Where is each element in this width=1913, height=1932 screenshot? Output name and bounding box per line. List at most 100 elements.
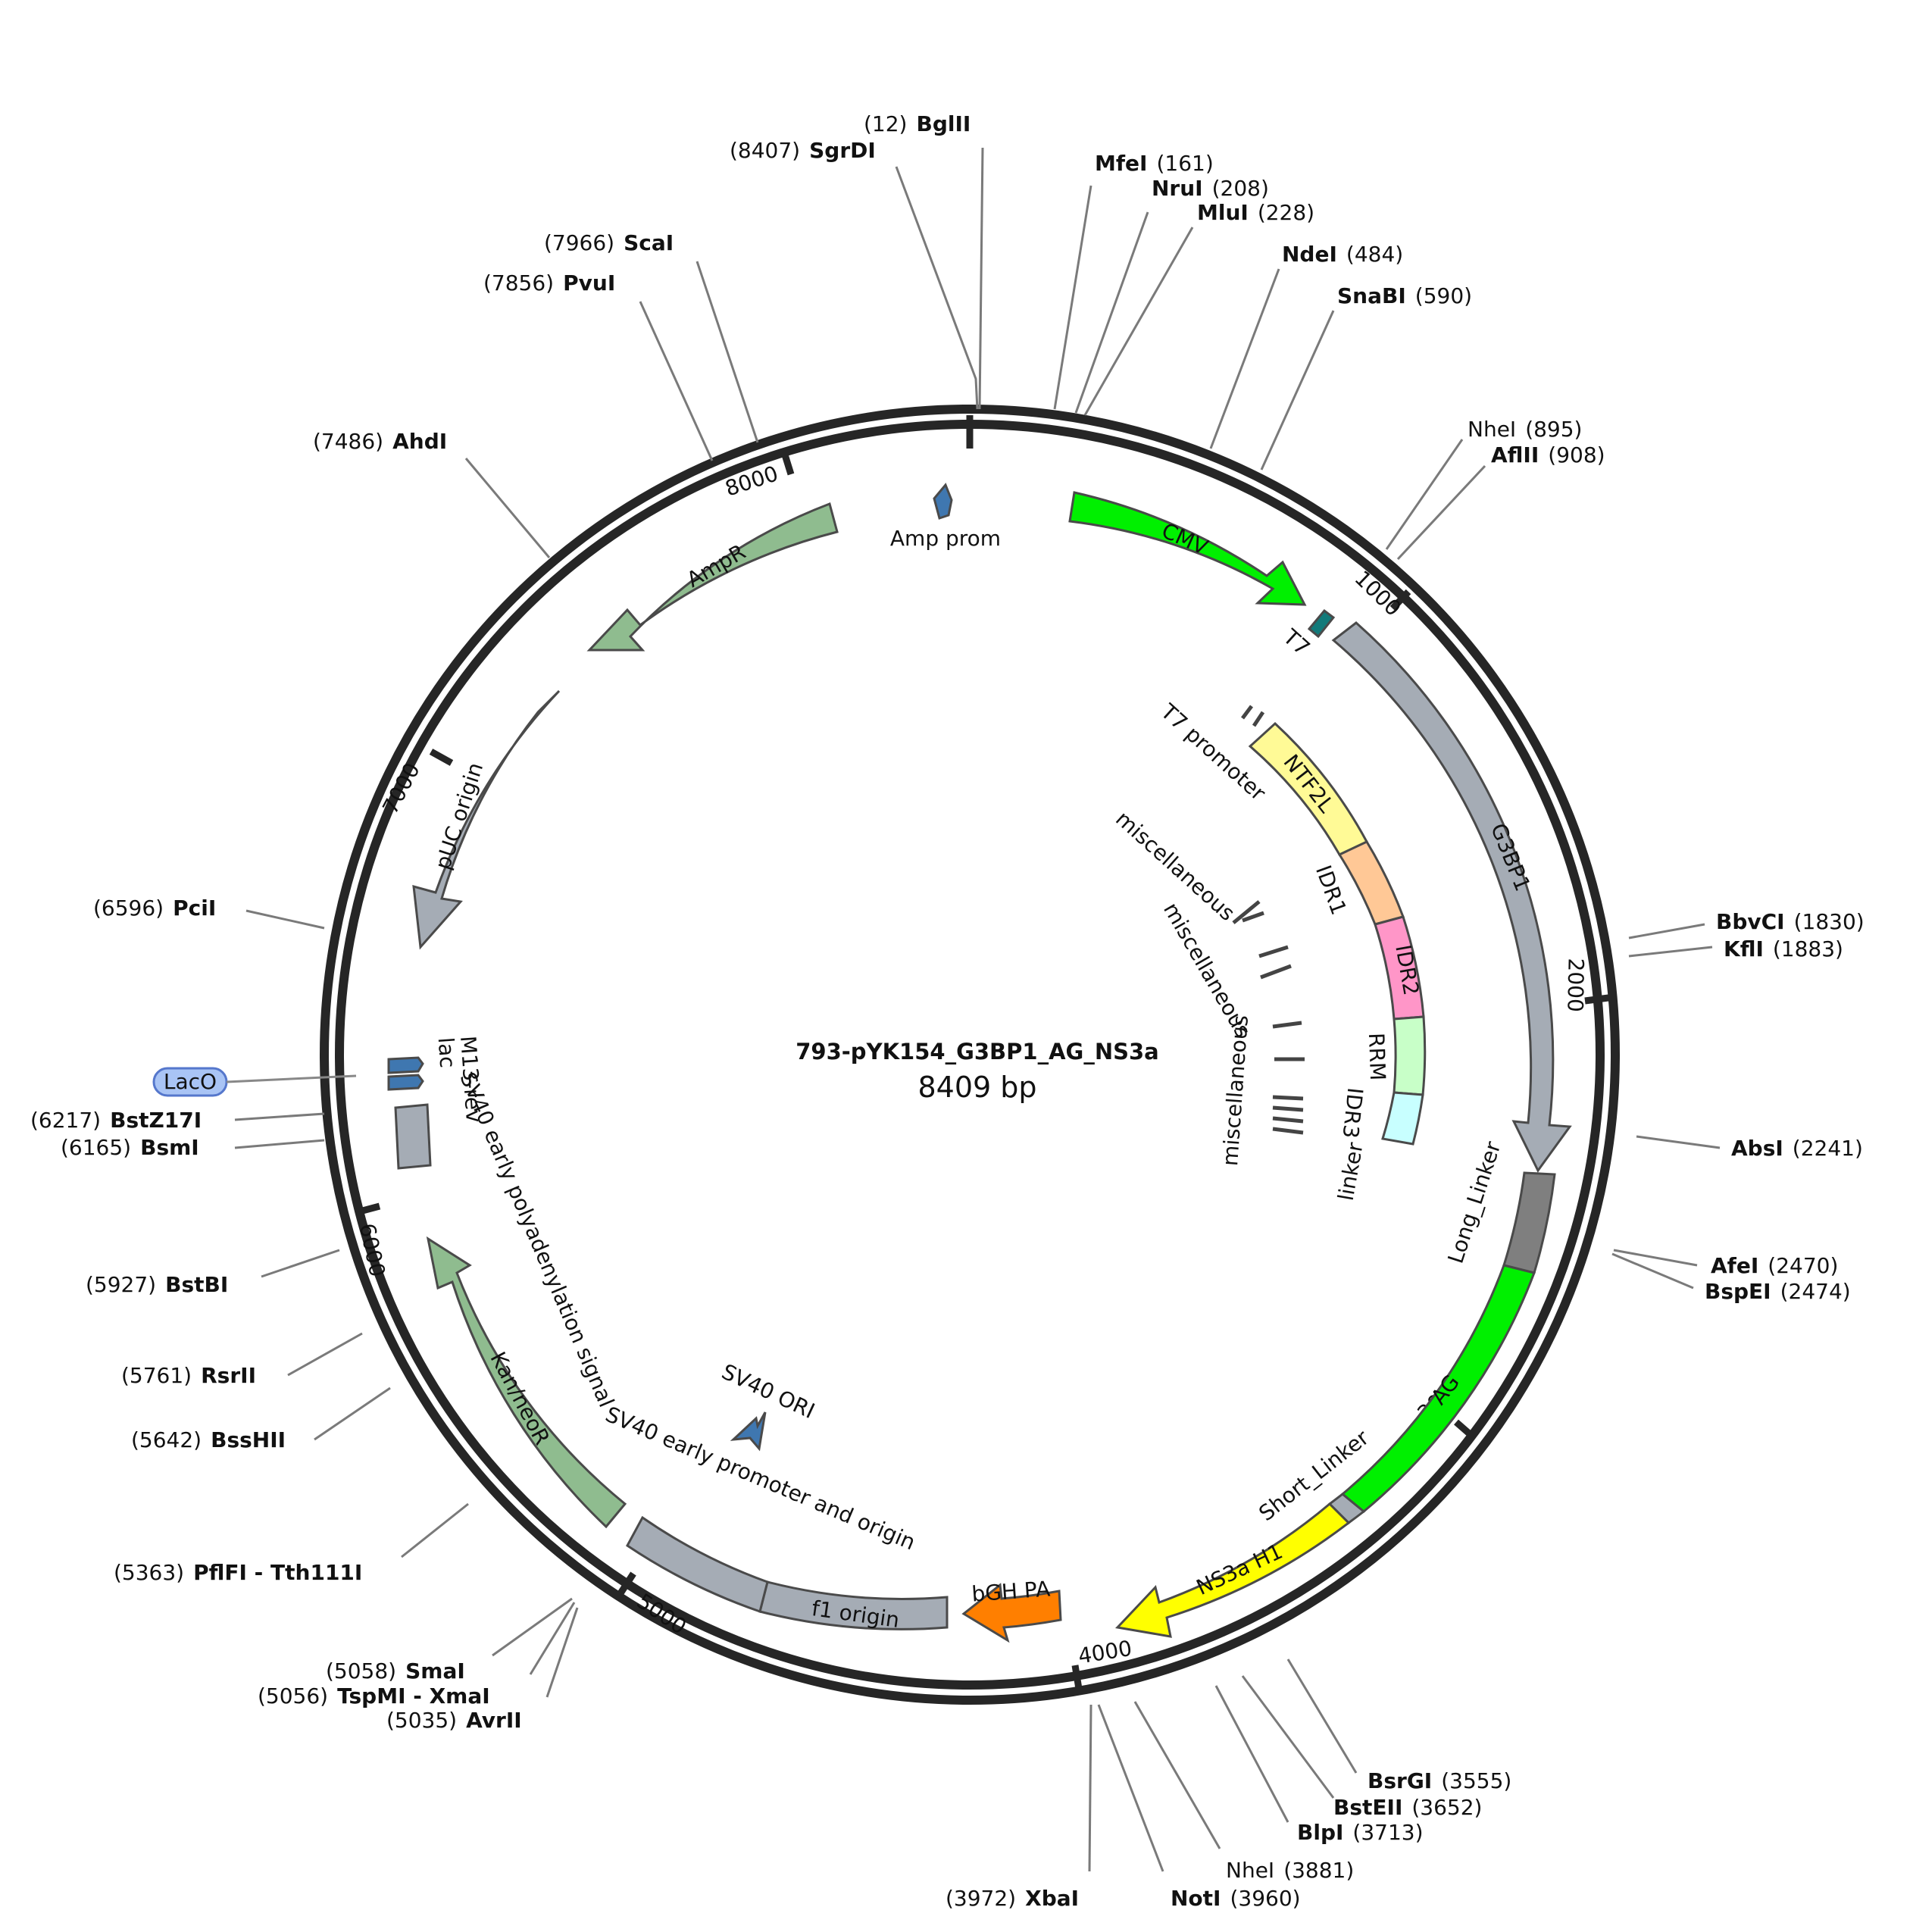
domain-label-idr3: IDR3 xyxy=(1338,1086,1368,1140)
misc-label-3: miscellaneous xyxy=(1218,1014,1253,1167)
feature-long-linker[interactable] xyxy=(1502,1171,1556,1274)
feature-ampr[interactable] xyxy=(586,502,839,652)
plasmid-name: 793-pYK154_G3BP1_AG_NS3a xyxy=(796,1039,1159,1064)
domain-label-idr1: IDR1 xyxy=(1311,862,1352,918)
leader-avrii xyxy=(545,1607,579,1698)
backbone-outer-ring xyxy=(320,405,1620,1705)
site-bsrgi[interactable]: BsrGI(3555) xyxy=(1368,1768,1511,1793)
label-long-linker: Long_Linker xyxy=(1443,1138,1505,1266)
domain-idr1[interactable] xyxy=(1337,840,1405,926)
leader-bsrgi xyxy=(1286,1658,1358,1774)
feature-bgh-pa[interactable] xyxy=(961,1583,1062,1643)
site-nhei2[interactable]: NheI(3881) xyxy=(1226,1858,1354,1883)
site-snabi[interactable]: SnaBI(590) xyxy=(1337,283,1472,308)
domain-track xyxy=(1248,721,1427,1146)
leader-bsmi xyxy=(234,1139,325,1149)
leader-tspmi xyxy=(529,1602,576,1675)
site-pcii[interactable]: (6596)PciI xyxy=(93,896,216,921)
site-ndei[interactable]: NdeI(484) xyxy=(1282,242,1403,267)
leader-smai xyxy=(492,1597,573,1657)
site-sgrdi[interactable]: (8407)SgrDI xyxy=(730,138,876,163)
leader-scai xyxy=(695,261,759,443)
feature-sv40-promoter[interactable] xyxy=(626,1515,769,1613)
site-bsmi[interactable]: (6165)BsmI xyxy=(61,1135,199,1160)
domain-label-linker: linker xyxy=(1333,1140,1368,1202)
t7-promoter-label: T7 promoter xyxy=(1155,699,1271,806)
misc-mark xyxy=(1260,964,1292,980)
tick-5000 xyxy=(617,1571,636,1596)
misc-mark xyxy=(1242,911,1264,923)
lacO-connector xyxy=(226,1074,357,1083)
site-scai[interactable]: (7966)ScaI xyxy=(544,230,674,255)
site-pvui[interactable]: (7856)PvuI xyxy=(483,270,615,295)
site-xbai[interactable]: (3972)XbaI xyxy=(946,1886,1079,1911)
site-tspmi[interactable]: (5056)TspMI - XmaI xyxy=(258,1683,490,1708)
lacO-label: LacO xyxy=(164,1069,217,1094)
leader-noti xyxy=(1097,1704,1164,1872)
leader-nrui xyxy=(1074,211,1149,414)
site-afei[interactable]: AfeI(2470) xyxy=(1711,1253,1838,1278)
plasmid-size: 8409 bp xyxy=(917,1071,1036,1104)
feature-ns3a-h1[interactable] xyxy=(1114,1502,1351,1638)
site-pflfi[interactable]: (5363)PflFI - Tth111I xyxy=(114,1560,362,1585)
leader-bglii xyxy=(978,147,984,410)
site-mlui[interactable]: MluI(228) xyxy=(1197,200,1314,225)
site-blpi[interactable]: BlpI(3713) xyxy=(1297,1820,1424,1845)
site-bglii[interactable]: (12)BglII xyxy=(864,111,971,136)
tick-4000 xyxy=(1071,1665,1083,1690)
tick-3000 xyxy=(1454,1419,1477,1441)
tick-2000 xyxy=(1584,994,1609,1005)
site-rsrii[interactable]: (5761)RsrII xyxy=(121,1363,256,1388)
feature-kan-neor[interactable] xyxy=(426,1236,627,1529)
leader-rsrii xyxy=(287,1332,363,1377)
feature-amp-prom[interactable] xyxy=(933,483,953,520)
leader-mlui xyxy=(1083,227,1194,416)
site-leaders xyxy=(234,147,1721,1872)
site-bbvci[interactable]: BbvCI(1830) xyxy=(1716,909,1865,934)
site-nrui[interactable]: NruI(208) xyxy=(1152,176,1269,201)
site-aflii[interactable]: AflII(908) xyxy=(1491,442,1605,467)
misc-mark xyxy=(1252,711,1265,727)
feature-m13-rev[interactable] xyxy=(387,1056,424,1074)
leader-bsshii xyxy=(314,1386,391,1441)
misc-mark xyxy=(1272,1105,1304,1112)
site-avrii[interactable]: (5035)AvrII xyxy=(386,1708,522,1733)
site-mfei[interactable]: MfeI(161) xyxy=(1095,151,1214,176)
leader-pvui xyxy=(639,301,714,461)
site-smai[interactable]: (5058)SmaI xyxy=(326,1658,465,1683)
tick-marks xyxy=(355,415,1609,1690)
site-noti[interactable]: NotI(3960) xyxy=(1171,1886,1301,1911)
site-nhei1[interactable]: NheI(895) xyxy=(1468,417,1582,442)
tick-6000 xyxy=(355,1202,381,1216)
misc-mark xyxy=(1232,900,1261,924)
feature-pucori[interactable] xyxy=(412,689,561,950)
misc-mark xyxy=(1272,1021,1302,1029)
misc-mark xyxy=(1272,1127,1304,1135)
site-bspei[interactable]: BspEI(2474) xyxy=(1705,1279,1851,1304)
site-bsteii[interactable]: BstEII(3652) xyxy=(1333,1795,1482,1820)
tick-8000 xyxy=(780,451,795,476)
site-kfli[interactable]: KflI(1883) xyxy=(1724,936,1843,961)
site-bstbi[interactable]: (5927)BstBI xyxy=(86,1272,228,1297)
leader-kfli xyxy=(1628,946,1713,958)
feature-g3bp1[interactable] xyxy=(1331,621,1572,1173)
feature-cmv[interactable] xyxy=(1068,491,1307,606)
domain-rrm[interactable] xyxy=(1393,1015,1427,1096)
leader-mfei xyxy=(1053,185,1092,410)
leader-ndei xyxy=(1209,268,1280,449)
feature-lac[interactable] xyxy=(387,1074,424,1091)
site-bsshii[interactable]: (5642)BssHII xyxy=(131,1427,286,1452)
site-bstz17i[interactable]: (6217)BstZ17I xyxy=(30,1108,202,1133)
feature-t7[interactable] xyxy=(1307,608,1336,639)
misc-labels: T7 promoter miscellaneous miscellaneous … xyxy=(1111,699,1271,1167)
leader-bsteii xyxy=(1241,1675,1335,1799)
site-absi[interactable]: AbsI(2241) xyxy=(1731,1136,1863,1161)
domain-idr3[interactable] xyxy=(1381,1091,1424,1146)
site-ahdi[interactable]: (7486)AhdI xyxy=(313,429,447,454)
misc-mark xyxy=(1258,945,1289,958)
feature-sv40-ori[interactable] xyxy=(730,1411,767,1452)
leader-blpi xyxy=(1214,1685,1289,1823)
leader-bstz17i xyxy=(234,1112,325,1121)
feature-sv40-polya[interactable] xyxy=(394,1103,432,1170)
leader-bspei xyxy=(1611,1252,1694,1290)
